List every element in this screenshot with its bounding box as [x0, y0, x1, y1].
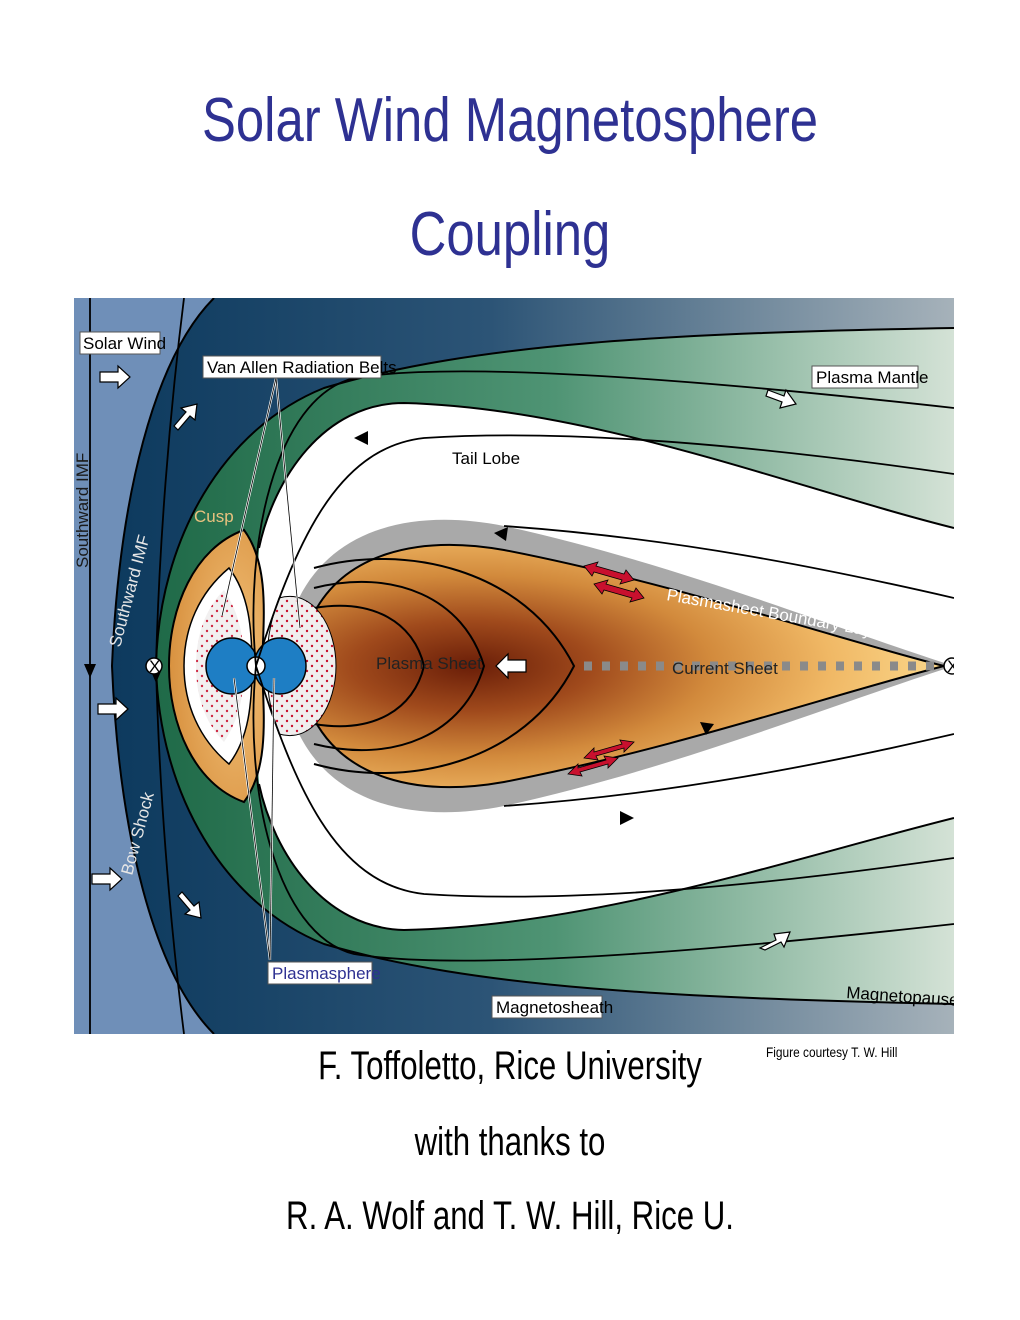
solar-wind-label-box — [79, 331, 161, 355]
field-arrow-5 — [84, 664, 96, 678]
current-sheet-label: Current Sheet — [672, 659, 778, 678]
flow-arrow-1 — [99, 364, 131, 390]
red-arrow-2 — [593, 579, 645, 603]
field-line-3 — [252, 370, 954, 667]
sheet-contour-2 — [313, 580, 486, 752]
author-line3: R. A. Wolf and T. W. Hill, Rice U. — [286, 1194, 734, 1238]
sheet-contour-3 — [313, 604, 426, 728]
page-title-line1: Solar Wind Magnetosphere — [201, 86, 819, 155]
red-arrow-4 — [583, 739, 635, 761]
southward-imf-label-1: Southward IMF — [74, 453, 92, 568]
cusp-label: Cusp — [194, 507, 234, 526]
sheet-contour-1 — [313, 558, 576, 774]
flow-arrow-2 — [97, 696, 129, 722]
field-arrow-2 — [620, 811, 634, 825]
plasma-mantle-label: Plasma Mantle — [816, 368, 928, 387]
page-title-line2: Coupling — [409, 200, 611, 269]
van-allen-label-box — [202, 355, 382, 379]
flow-arrow-4 — [173, 403, 198, 431]
x-point-right — [943, 657, 954, 675]
flow-arrow-5 — [177, 891, 202, 919]
field-line-2 — [255, 665, 954, 898]
lobe-boundary-line — [258, 401, 954, 932]
field-arrow-3 — [494, 527, 508, 541]
red-arrow-3 — [567, 755, 619, 777]
x-point-right-label: X — [947, 657, 954, 676]
magnetosheath-label-box — [491, 995, 603, 1019]
flow-arrow-8 — [495, 652, 527, 680]
magnetosheath-label: Magnetosheath — [496, 998, 613, 1017]
author-line2: with thanks to — [414, 1120, 606, 1164]
magnetosphere-diagram: X X Solar Wind Van Allen Radiation Belts — [74, 298, 954, 1034]
x-point-left-label: X — [149, 657, 160, 676]
solar-wind-label: Solar Wind — [83, 334, 166, 353]
plasmasphere-label-box — [267, 961, 373, 985]
field-arrow-1 — [354, 431, 368, 445]
plasmasphere-label: Plasmasphere — [272, 964, 381, 983]
red-arrow-1 — [583, 561, 635, 585]
plasma-mantle-label-box — [811, 365, 919, 389]
field-arrow-4 — [700, 722, 714, 735]
plasmasphere-pointer-2-edge — [269, 677, 275, 961]
x-point-left — [145, 657, 163, 675]
plasmasphere-pointer-1-edge — [233, 677, 271, 961]
field-line-tail-2 — [503, 733, 954, 807]
tail-lobe-label: Tail Lobe — [452, 449, 520, 468]
bow-shock-line — [110, 298, 215, 1034]
figure-credit: Figure courtesy T. W. Hill — [766, 1044, 898, 1060]
flow-arrow-6 — [765, 388, 798, 409]
field-line-1 — [255, 434, 954, 667]
van-allen-pointer-2-edge — [275, 377, 301, 629]
flow-arrow-7 — [758, 931, 791, 951]
van-allen-pointer-1-edge — [221, 377, 277, 617]
van-allen-label: Van Allen Radiation Belts — [207, 358, 397, 377]
plasma-sheet-label: Plasma Sheet — [376, 654, 482, 673]
author-line1: F. Toffoletto, Rice University — [318, 1044, 702, 1088]
field-line-tail-1 — [503, 525, 954, 599]
flow-arrow-3 — [91, 866, 123, 892]
